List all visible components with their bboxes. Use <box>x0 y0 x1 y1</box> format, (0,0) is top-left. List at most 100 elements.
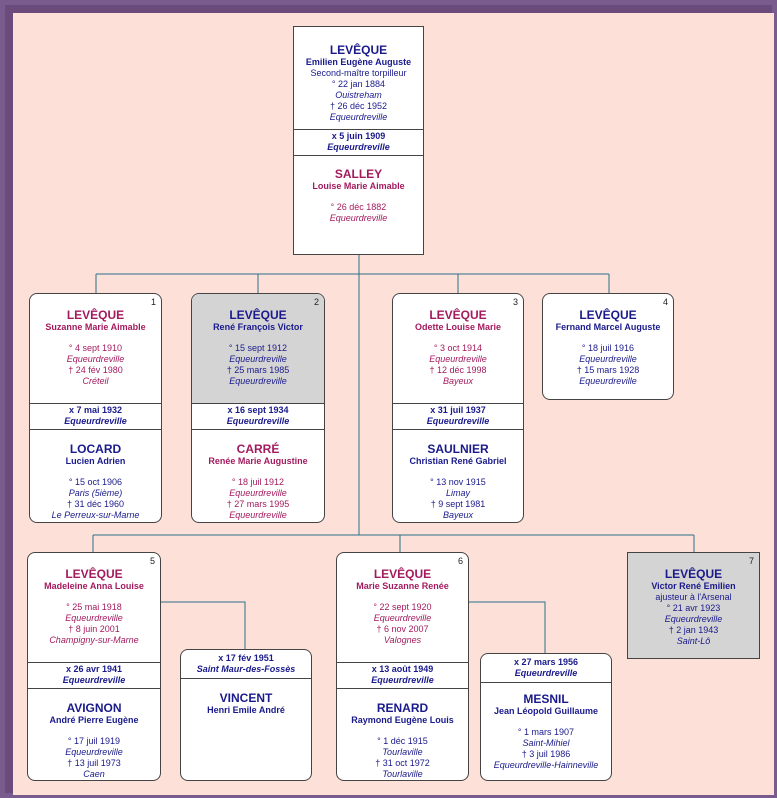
child-birth-place: Equeurdreville <box>664 614 723 624</box>
root-firstnames: Emilien Eugène Auguste <box>305 57 412 67</box>
child-death-place: Bayeux <box>442 376 474 386</box>
child-death-place: Valognes <box>383 635 422 645</box>
root-marriage: x 5 juin 1909 <box>331 131 386 141</box>
child-firstnames: Suzanne Marie Aimable <box>45 322 146 332</box>
spouse-birth-place: Equeurdreville <box>229 488 287 498</box>
spouse-firstnames: Christian René Gabriel <box>409 456 507 466</box>
child-birth-place: Equeurdreville <box>229 354 287 364</box>
child-box-6[interactable]: 6 LEVÊQUE Marie Suzanne Renée ° 22 sept … <box>336 552 469 781</box>
marriage-place: Equeurdreville <box>62 675 126 685</box>
child-box-4[interactable]: 4 LEVÊQUE Fernand Marcel Auguste ° 18 ju… <box>542 293 674 400</box>
spouse-death-place: Bayeux <box>442 510 474 520</box>
child-birth: ° 4 sept 1910 <box>68 343 123 353</box>
root-spouse-birth-place: Equeurdreville <box>329 213 388 223</box>
marriage-date: x 26 avr 1941 <box>65 664 123 674</box>
spouse-death-place: Le Perreux-sur-Marne <box>51 510 140 520</box>
spouse-firstnames: Henri Emile André <box>207 705 285 715</box>
child-surname: LEVÊQUE <box>229 308 287 322</box>
connector-second-marriage-6 <box>468 601 546 653</box>
marriage-place: Equeurdreville <box>514 668 578 678</box>
child-birth: ° 15 sept 1912 <box>228 343 288 353</box>
marriage-date: x 16 sept 1934 <box>227 405 289 415</box>
marriage-place: Equeurdreville <box>371 675 434 685</box>
spouse-birth-place: Saint-Mihiel <box>522 738 570 748</box>
root-spouse-firstnames: Louise Marie Aimable <box>312 181 405 191</box>
root-birth: ° 22 jan 1884 <box>331 79 386 89</box>
child-birth-place: Equeurdreville <box>373 613 432 623</box>
spouse-surname: RENARD <box>376 701 429 715</box>
marriage-date: x 7 mai 1932 <box>68 405 123 415</box>
spouse-firstnames: Jean Léopold Guillaume <box>493 706 599 716</box>
root-birth-place: Ouistreham <box>335 90 382 100</box>
spouse-firstnames: Raymond Eugène Louis <box>351 715 454 725</box>
child-birth: ° 3 oct 1914 <box>433 343 483 353</box>
child-firstnames: Fernand Marcel Auguste <box>555 322 661 332</box>
child-death: † 2 jan 1943 <box>668 625 719 635</box>
child-box-3[interactable]: 3 LEVÊQUE Odette Louise Marie ° 3 oct 19… <box>392 293 524 523</box>
spouse-surname: SAULNIER <box>427 442 489 456</box>
spouse-birth-place: Limay <box>445 488 470 498</box>
child-death: † 24 fév 1980 <box>68 365 123 375</box>
child-number: 2 <box>313 297 319 307</box>
marriage-date: x 27 mars 1956 <box>513 657 579 667</box>
marriage-date: x 31 juil 1937 <box>430 405 486 415</box>
root-couple-box[interactable]: LEVÊQUE Emilien Eugène Auguste Second-ma… <box>293 26 424 255</box>
connector-lines <box>92 255 695 653</box>
child-box-5[interactable]: 5 LEVÊQUE Madeleine Anna Louise ° 25 mai… <box>27 552 161 781</box>
child-birth-place: Equeurdreville <box>66 354 125 364</box>
spouse-death: † 13 juil 1973 <box>67 758 121 768</box>
marriage-place: Equeurdreville <box>64 416 127 426</box>
child-birth-place: Equeurdreville <box>429 354 487 364</box>
second-marriage-box-6[interactable]: x 27 mars 1956 Equeurdreville MESNIL Jea… <box>480 653 612 781</box>
child-death-place: Equeurdreville <box>579 376 637 386</box>
child-number: 6 <box>457 556 463 566</box>
child-number: 4 <box>662 297 668 307</box>
spouse-death-place: Equeurdreville-Hainneville <box>493 760 599 770</box>
child-death: † 25 mars 1985 <box>226 365 290 375</box>
child-number: 3 <box>512 297 518 307</box>
child-surname: LEVÊQUE <box>373 567 432 581</box>
child-death-place: Equeurdreville <box>229 376 287 386</box>
child-firstnames: René François Victor <box>213 322 303 332</box>
child-birth-place: Equeurdreville <box>579 354 637 364</box>
child-firstnames: Marie Suzanne Renée <box>356 581 449 591</box>
root-surname: LEVÊQUE <box>329 43 388 57</box>
child-death-place: Saint-Lô <box>676 636 711 646</box>
root-death-place: Equeurdreville <box>329 112 388 122</box>
child-box-1[interactable]: 1 LEVÊQUE Suzanne Marie Aimable ° 4 sept… <box>29 293 162 523</box>
child-birth: ° 25 mai 1918 <box>66 602 122 612</box>
marriage-date: x 13 août 1949 <box>371 664 434 674</box>
spouse-death-place: Equeurdreville <box>229 510 287 520</box>
spouse-birth-place: Equeurdreville <box>65 747 123 757</box>
child-occupation: ajusteur à l'Arsenal <box>655 592 732 602</box>
connector-second-marriage-5 <box>161 601 246 649</box>
child-number: 7 <box>748 556 754 566</box>
spouse-surname: VINCENT <box>219 691 273 705</box>
child-surname: LEVÊQUE <box>579 308 637 322</box>
root-death: † 26 déc 1952 <box>329 101 388 111</box>
spouse-surname: LOCARD <box>69 442 122 456</box>
spouse-firstnames: Renée Marie Augustine <box>208 456 308 466</box>
child-surname: LEVÊQUE <box>664 567 723 581</box>
root-spouse-birth: ° 26 déc 1882 <box>330 202 387 212</box>
root-occupation: Second-maître torpilleur <box>310 68 407 78</box>
child-death: † 12 déc 1998 <box>429 365 487 375</box>
spouse-birth: ° 1 mars 1907 <box>517 727 575 737</box>
child-birth: ° 21 avr 1923 <box>666 603 721 613</box>
second-marriage-box-5[interactable]: x 17 fév 1951 Saint Maur-des-Fossès VINC… <box>180 649 312 781</box>
spouse-birth: ° 17 juil 1919 <box>67 736 121 746</box>
spouse-death-place: Caen <box>83 769 105 779</box>
spouse-surname: CARRÉ <box>236 442 280 456</box>
spouse-firstnames: André Pierre Eugène <box>49 715 139 725</box>
child-birth: ° 18 juil 1916 <box>581 343 635 353</box>
spouse-birth: ° 15 oct 1906 <box>68 477 123 487</box>
marriage-date: x 17 fév 1951 <box>218 653 274 663</box>
child-surname: LEVÊQUE <box>66 308 125 322</box>
child-box-7[interactable]: 7 LEVÊQUE Victor René Emilien ajusteur à… <box>627 552 760 659</box>
root-spouse-surname: SALLEY <box>334 167 383 181</box>
child-box-2[interactable]: 2 LEVÊQUE René François Victor ° 15 sept… <box>191 293 325 523</box>
marriage-place: Saint Maur-des-Fossès <box>196 664 296 674</box>
spouse-birth-place: Paris (5ième) <box>68 488 123 498</box>
child-number: 5 <box>149 556 155 566</box>
